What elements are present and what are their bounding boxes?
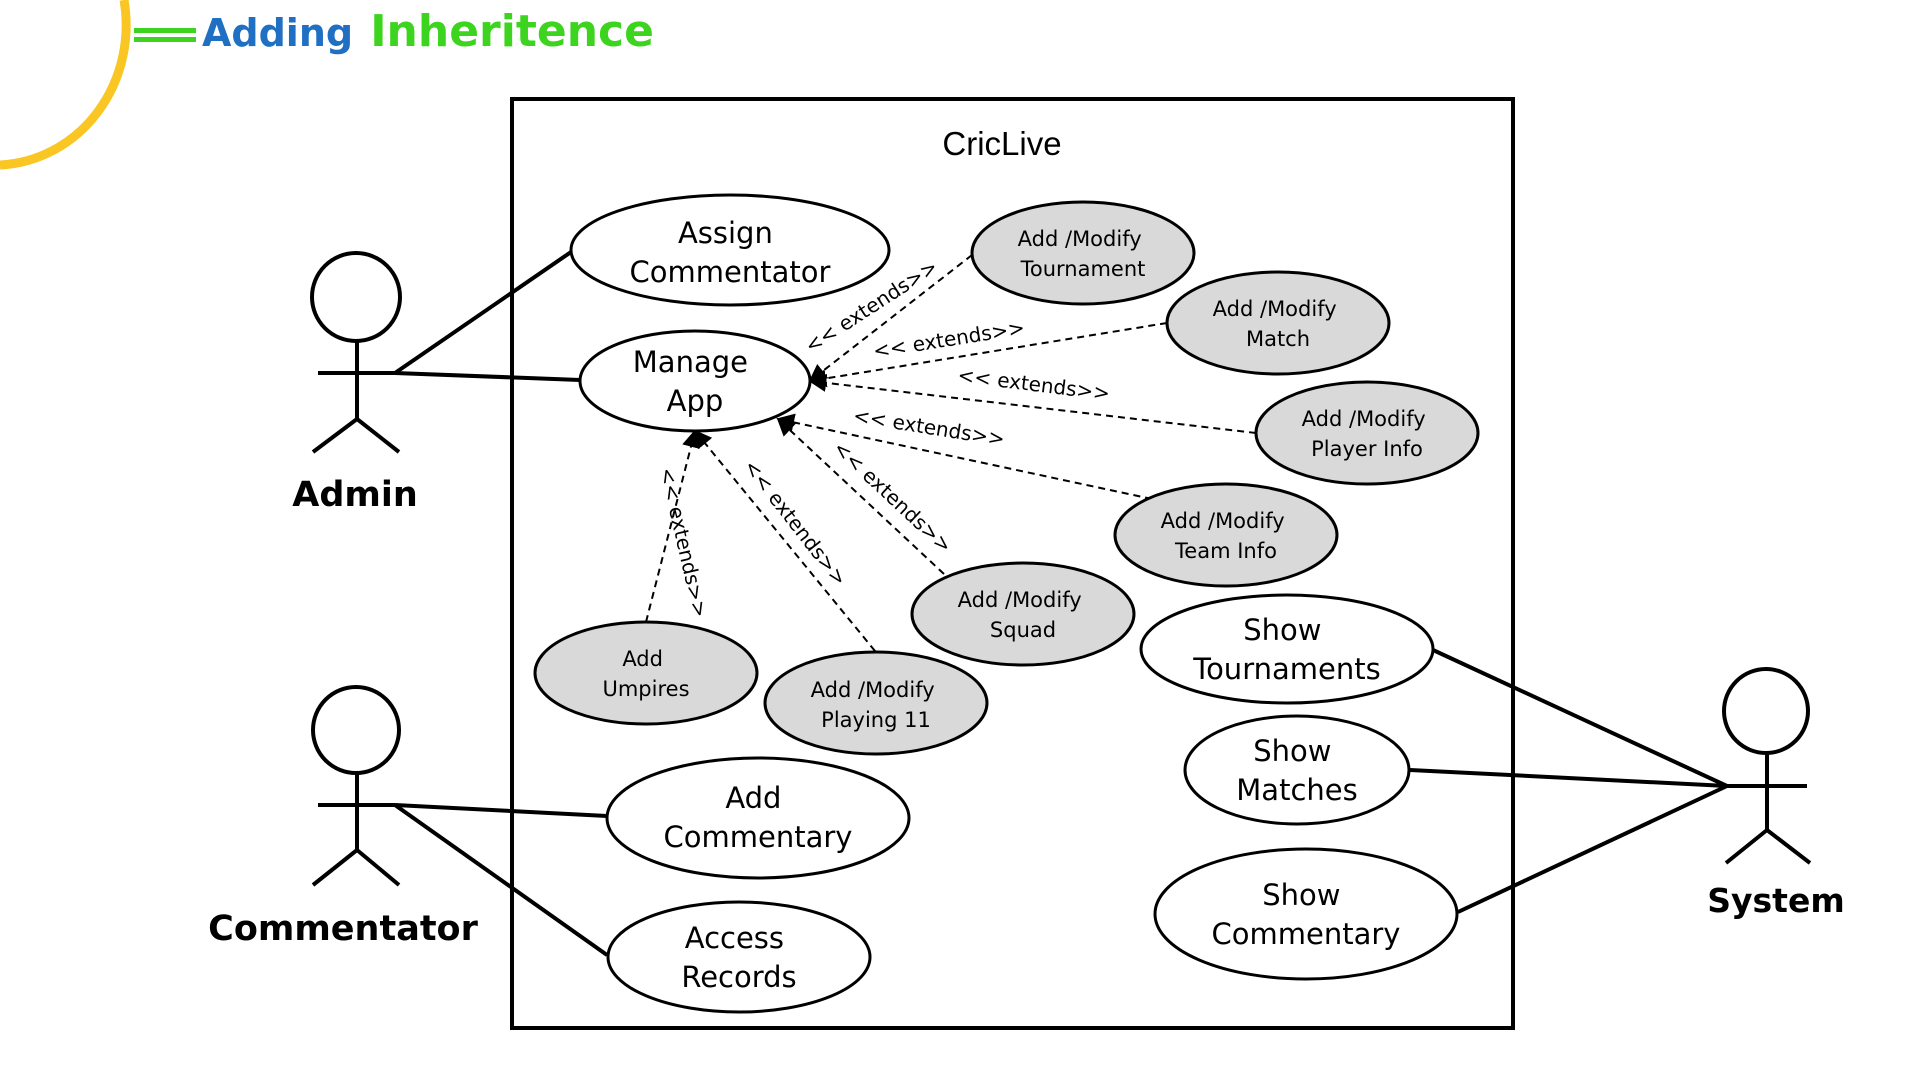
extension-label: Add /Modify Player Info: [1302, 407, 1433, 461]
extension-add-modify-playing11: Add /Modify Playing 11: [763, 650, 989, 756]
actor-commentator: [311, 685, 401, 887]
use-case-shape: [569, 193, 891, 307]
assoc-admin-assign: [393, 250, 573, 375]
extension-shape: [1113, 482, 1339, 588]
extension-shape: [533, 620, 759, 726]
use-case-shape: [606, 900, 872, 1014]
actor-head: [310, 251, 402, 343]
assoc-commentator-access: [393, 803, 609, 957]
extension-label: Add /Modify Team Info: [1161, 509, 1292, 563]
use-case-label: Assign Commentator: [630, 216, 831, 289]
use-case-label: Show Matches: [1236, 734, 1357, 807]
header-bar-decoration: [134, 28, 196, 33]
use-case-label: Show Tournaments: [1192, 613, 1380, 686]
page-title: Adding Inheritence: [202, 6, 654, 57]
extend-label-umpires: << extends>>: [655, 465, 713, 620]
system-boundary: [510, 97, 1515, 1030]
use-case-show-commentary: Show Commentary: [1153, 847, 1459, 981]
extend-arrow-squad: [776, 417, 945, 575]
extension-shape: [1165, 270, 1391, 376]
assoc-system-commentary: [1457, 784, 1728, 914]
use-case-shape: [605, 756, 911, 880]
extension-add-modify-team-info: Add /Modify Team Info: [1113, 482, 1339, 588]
extend-label-squad: << extends>>: [829, 436, 957, 558]
use-case-label: Show Commentary: [1212, 878, 1401, 951]
actor-label-system: System: [1707, 881, 1844, 920]
extension-shape: [910, 561, 1136, 667]
actor-label-commentator: Commentator: [208, 909, 478, 949]
extend-arrow-player-info: [808, 373, 1257, 434]
assoc-system-matches: [1409, 768, 1728, 788]
use-case-access-records: Access Records: [606, 900, 872, 1014]
extension-add-umpires: Add Umpires: [533, 620, 759, 726]
associations: [393, 250, 1728, 957]
actor-system: [1722, 667, 1812, 865]
assoc-system-tournaments: [1432, 648, 1728, 788]
assoc-commentator-add: [394, 803, 608, 818]
use-case-label: Add Commentary: [664, 781, 853, 854]
extend-label-match: << extends>>: [871, 315, 1026, 363]
extension-add-modify-player-info: Add /Modify Player Info: [1254, 380, 1480, 486]
extend-arrow-umpires: [645, 429, 700, 623]
extension-add-modify-squad: Add /Modify Squad: [910, 561, 1136, 667]
extension-label: Add /Modify Match: [1213, 297, 1344, 351]
actor-head: [311, 685, 401, 775]
extend-arrow-match: [808, 322, 1168, 388]
extend-label-playing11: << extends>>: [739, 455, 852, 590]
use-case-show-tournaments: Show Tournaments: [1139, 593, 1435, 705]
use-case-manage-app: Manage App: [578, 329, 812, 433]
use-case-label: Manage App: [633, 345, 757, 418]
use-case-shape: [1139, 593, 1435, 705]
actor-admin: [310, 251, 402, 454]
assoc-admin-manage: [394, 371, 581, 382]
extension-add-modify-match: Add /Modify Match: [1165, 270, 1391, 376]
extension-label: Add /Modify Playing 11: [811, 678, 942, 732]
header-bar-decoration-2: [134, 37, 196, 42]
use-case-assign-commentator: Assign Commentator: [569, 193, 891, 307]
extension-label: Add /Modify Squad: [958, 588, 1089, 642]
system-name: CricLive: [942, 125, 1061, 162]
extension-shape: [763, 650, 989, 756]
use-case-add-commentary: Add Commentary: [605, 756, 911, 880]
extend-arrow-tournament: [808, 254, 973, 383]
use-case-shape: [578, 329, 812, 433]
extension-label: Add /Modify Tournament: [1018, 227, 1149, 281]
extension-shape: [1254, 380, 1480, 486]
extension-shape: [970, 200, 1196, 306]
title-word-inheritence: Inheritence: [370, 6, 654, 57]
extension-label: Add Umpires: [602, 647, 689, 701]
use-case-label: Access Records: [681, 921, 796, 994]
actor-label-admin: Admin: [292, 475, 418, 515]
use-case-shape: [1183, 714, 1411, 826]
use-case-show-matches: Show Matches: [1183, 714, 1411, 826]
extend-label-team-info: << extends>>: [852, 403, 1007, 451]
use-case-shape: [1153, 847, 1459, 981]
actor-head: [1722, 667, 1810, 755]
extend-arrow-team-info: [776, 413, 1153, 500]
extension-add-modify-tournament: Add /Modify Tournament: [970, 200, 1196, 306]
extend-label-player-info: << extends>>: [956, 363, 1111, 405]
title-word-adding: Adding: [202, 11, 353, 55]
extend-relations: [645, 254, 1257, 652]
accent-ring-decoration: [0, 0, 131, 170]
